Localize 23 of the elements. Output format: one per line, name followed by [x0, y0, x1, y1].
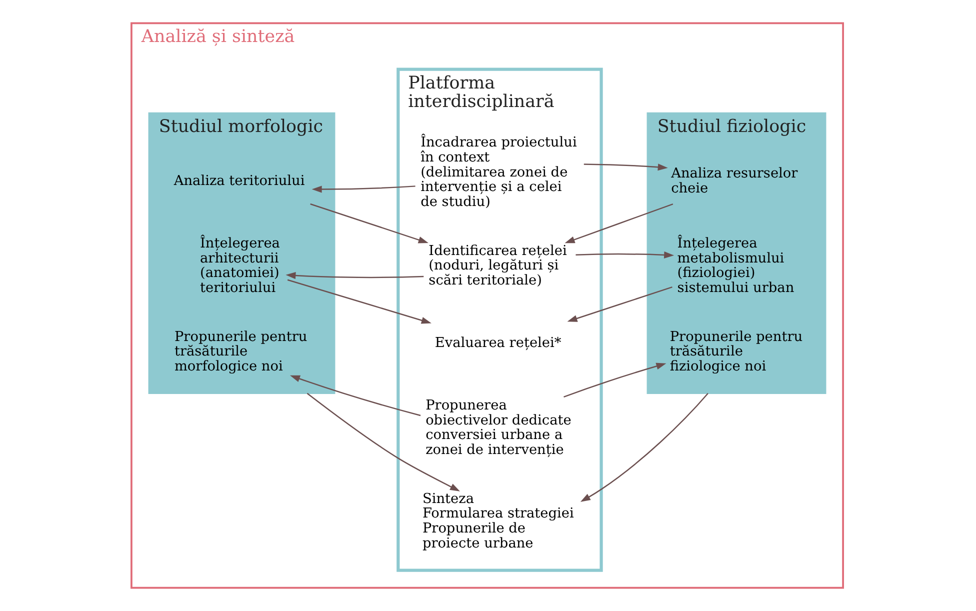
- arrow: [580, 392, 708, 502]
- arrow: [583, 164, 668, 171]
- arrow: [310, 203, 428, 244]
- node-text: Analiza resurselor cheie: [670, 166, 798, 196]
- arrow: [311, 186, 415, 193]
- arrow: [289, 375, 420, 416]
- arrow: [564, 203, 673, 244]
- arrow: [285, 272, 424, 280]
- node-text: Sinteza Formularea strategiei Propunerile de proiecte urbane: [422, 490, 574, 552]
- node-text: Analiza teritoriului: [173, 172, 304, 189]
- node-text: Propunerea obiectivelor dedicate conversiei urbane a zonei de intervenție: [425, 397, 571, 458]
- node-text: Propunerile pentru trăsăturile morfologice noi: [174, 328, 307, 375]
- node-text: Propunerile pentru trăsăturile fiziologice noi: [669, 328, 802, 375]
- node-text: Înțelegerea metabolismului (fiziologiei) sistemului urban: [676, 235, 794, 296]
- arrow: [286, 279, 431, 324]
- arrow: [575, 251, 674, 258]
- node-text: Încadrarea proiectului în context (delimitarea zonei de intervenție și a celei de studiu): [420, 134, 576, 210]
- node-text: Identificarea rețelei (noduri, legături și scări teritoriale): [428, 242, 566, 289]
- node-text: Înțelegerea arhitecturii (anatomiei) teritoriului: [200, 235, 280, 296]
- node-text: Evaluarea rețelei*: [434, 335, 561, 351]
- arrow: [566, 286, 672, 322]
- arrow: [306, 392, 460, 492]
- arrow: [563, 362, 666, 398]
